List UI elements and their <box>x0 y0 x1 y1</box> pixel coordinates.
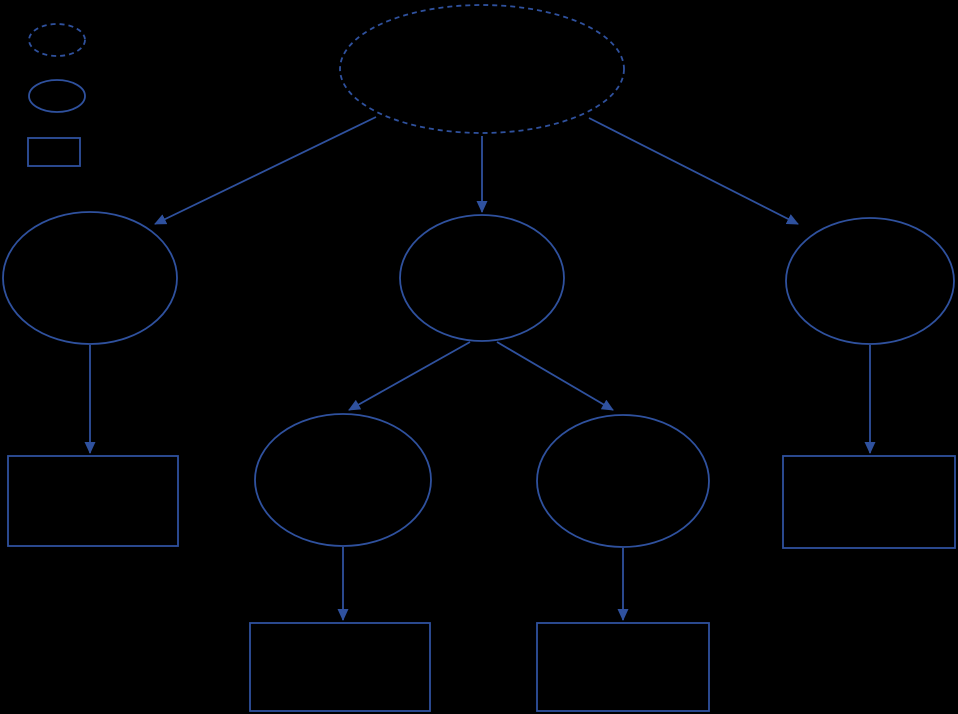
right-rectangle <box>782 455 956 549</box>
nodes <box>2 4 956 712</box>
level3-left-ellipse <box>254 413 432 547</box>
edge-middle-to-level3-left <box>348 341 471 411</box>
bottom-right-rectangle <box>536 622 710 712</box>
legend-rectangle <box>27 137 81 167</box>
level2-middle-ellipse <box>399 214 565 342</box>
legend-solid-ellipse <box>28 79 86 113</box>
root-ellipse <box>339 4 625 134</box>
legend-dashed-ellipse <box>28 23 86 57</box>
level2-right-ellipse <box>785 217 955 345</box>
edges <box>84 116 876 621</box>
left-rectangle <box>7 455 179 547</box>
edge-root-to-right <box>588 117 799 225</box>
edge-root-to-left <box>154 116 377 225</box>
bottom-left-rectangle <box>249 622 431 712</box>
edge-middle-to-level3-right <box>496 341 614 411</box>
level3-right-ellipse <box>536 414 710 548</box>
legend <box>27 23 86 167</box>
level2-left-ellipse <box>2 211 178 345</box>
